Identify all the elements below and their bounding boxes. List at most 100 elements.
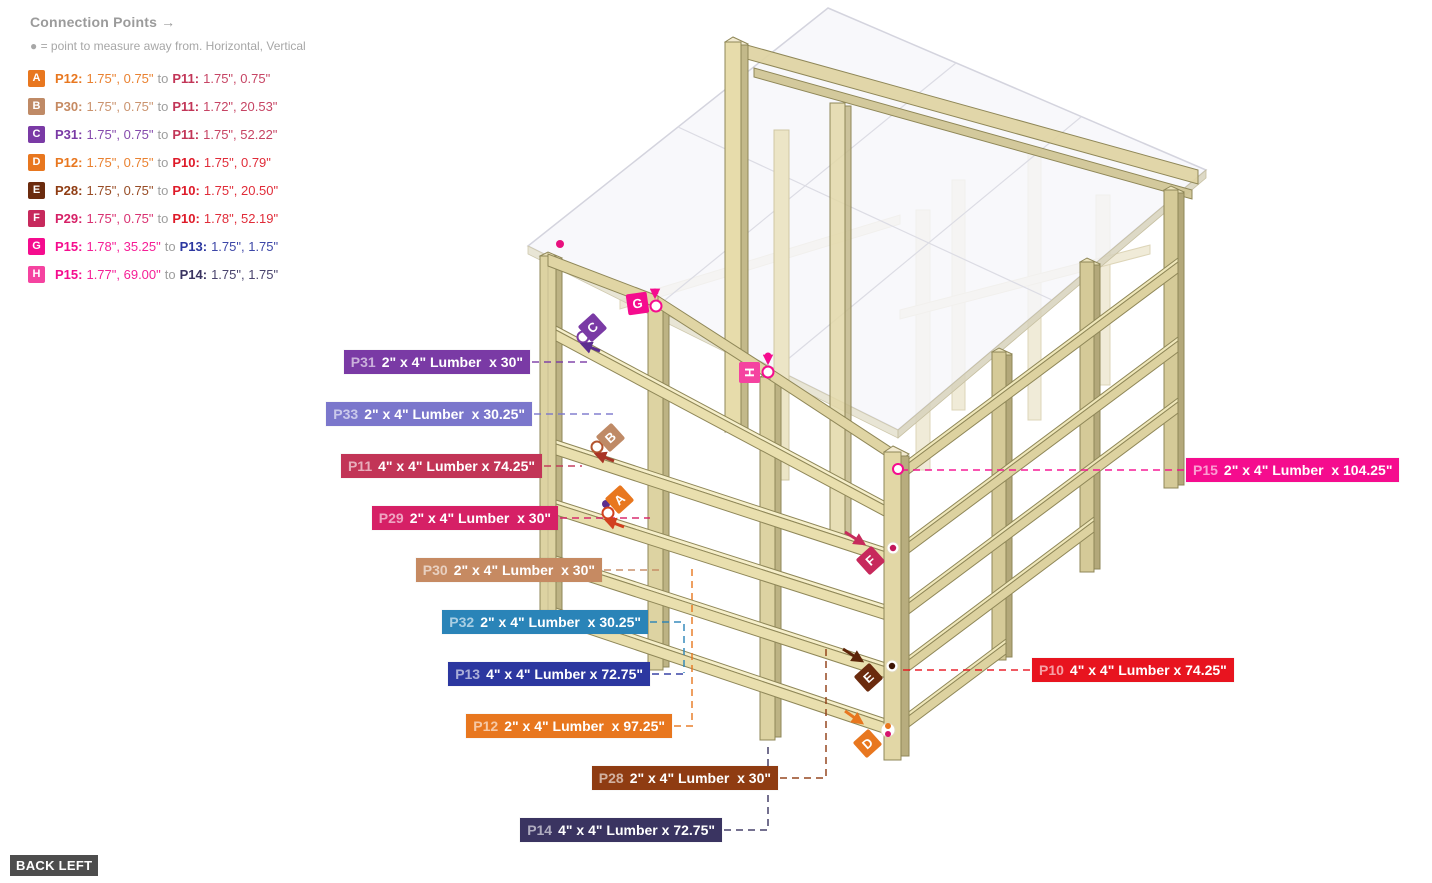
part-id: P10 — [1039, 662, 1064, 678]
connection-badge-e: E — [28, 181, 45, 199]
from-values: 1.75", 0.75" — [86, 70, 154, 86]
part-spec: 2" x 4" Lumber x 30" — [381, 354, 523, 370]
legend-row-c: C P31: 1.75", 0.75" to P11: 1.75", 52.22… — [28, 125, 281, 143]
part-label-p32[interactable]: P32 2" x 4" Lumber x 30.25" — [442, 610, 648, 634]
to-word: to — [157, 210, 169, 226]
from-part: P15: — [55, 238, 83, 254]
part-id: P15 — [1193, 462, 1218, 478]
part-spec: 2" x 4" Lumber x 30.25" — [480, 614, 641, 630]
marker-letter: E — [860, 669, 877, 686]
to-values: 1.72", 20.53" — [203, 98, 278, 114]
to-part: P14: — [179, 266, 208, 282]
part-label-p28[interactable]: P28 2" x 4" Lumber x 30" — [591, 766, 778, 790]
from-values: 1.75", 0.75" — [86, 126, 154, 142]
right-wall-frame — [901, 185, 1186, 733]
to-values: 1.75", 52.22" — [203, 126, 278, 142]
from-values: 1.75", 0.75" — [86, 210, 154, 226]
to-values: 1.75", 1.75" — [211, 238, 279, 254]
p15-origin-dot — [556, 240, 564, 248]
marker-letter: C — [583, 318, 602, 337]
connection-badge-h: H — [28, 265, 45, 283]
part-id: P30 — [422, 562, 448, 578]
part-label-p33[interactable]: P33 2" x 4" Lumber x 30.25" — [326, 402, 532, 426]
view-label: BACK LEFT — [10, 855, 99, 876]
part-id: P32 — [449, 614, 475, 630]
connection-badge-a: A — [28, 69, 45, 87]
from-part: P12: — [55, 154, 83, 170]
part-spec: 2" x 4" Lumber x 97.25" — [504, 718, 665, 734]
legend-row-e: E P28: 1.75", 0.75" to P10: 1.75", 20.50… — [28, 181, 282, 199]
part-id: P11 — [347, 458, 373, 474]
to-word: to — [164, 238, 176, 254]
part-label-p30[interactable]: P30 2" x 4" Lumber x 30" — [415, 558, 602, 582]
from-part: P28: — [55, 182, 83, 198]
connection-badge-f: F — [28, 209, 45, 227]
part-id: P33 — [333, 406, 359, 422]
from-part: P15: — [55, 266, 83, 282]
from-values: 1.75", 0.75" — [86, 154, 154, 170]
to-values: 1.75", 0.79" — [203, 154, 271, 170]
legend-row-h: H P15: 1.77", 69.00" to P14: 1.75", 1.75… — [28, 265, 282, 283]
connection-points-legend: Connection Points → ● = point to measure… — [28, 14, 306, 283]
part-spec: 2" x 4" Lumber x 30.25" — [364, 406, 525, 422]
to-word: to — [157, 98, 169, 114]
part-label-p11[interactable]: P11 4" x 4" Lumber x 74.25" — [340, 454, 542, 478]
connection-badge-g: G — [28, 237, 45, 255]
to-part: P10: — [172, 182, 200, 198]
part-label-p14[interactable]: P14 4" x 4" Lumber x 72.75" — [520, 818, 722, 842]
from-values: 1.75", 0.75" — [86, 182, 154, 198]
to-values: 1.78", 52.19" — [203, 210, 279, 226]
part-spec: 2" x 4" Lumber x 30" — [453, 562, 595, 578]
from-part: P29: — [55, 210, 83, 226]
part-id: P12 — [473, 718, 499, 734]
connection-badge-c: C — [28, 125, 45, 143]
to-word: to — [157, 154, 169, 170]
from-values: 1.75", 0.75" — [86, 98, 154, 114]
to-part: P11: — [172, 98, 200, 114]
from-values: 1.77", 69.00" — [86, 266, 161, 282]
part-spec: 4" x 4" Lumber x 72.75" — [558, 822, 715, 838]
legend-row-f: F P29: 1.75", 0.75" to P10: 1.78", 52.19… — [28, 209, 282, 227]
part-label-p29[interactable]: P29 2" x 4" Lumber x 30" — [371, 506, 558, 530]
part-spec: 4" x 4" Lumber x 74.25" — [378, 458, 535, 474]
from-part: P12: — [55, 70, 83, 86]
to-part: P11: — [172, 126, 200, 142]
marker-letter: H — [742, 367, 757, 378]
legend-row-d: D P12: 1.75", 0.75" to P10: 1.75", 0.79" — [28, 153, 275, 171]
marker-badge-g[interactable]: G — [625, 291, 650, 316]
connection-badge-d: D — [28, 153, 45, 171]
legend-row-b: B P30: 1.75", 0.75" to P11: 1.72", 20.53… — [28, 97, 281, 115]
marker-letter: G — [631, 295, 644, 312]
to-word: to — [157, 126, 169, 142]
corner-post — [882, 445, 910, 761]
marker-letter: A — [610, 490, 629, 509]
part-id: P13 — [455, 666, 481, 682]
to-part: P11: — [172, 70, 200, 86]
to-values: 1.75", 1.75" — [211, 266, 279, 282]
arrow-right-icon: → — [161, 14, 176, 30]
legend-title: Connection Points → — [30, 14, 176, 30]
part-id: P28 — [598, 770, 624, 786]
part-spec: 2" x 4" Lumber x 30" — [409, 510, 551, 526]
to-values: 1.75", 0.75" — [203, 70, 271, 86]
marker-badge-h[interactable]: H — [739, 362, 760, 383]
marker-letter: D — [858, 734, 877, 753]
legend-row-a: A P12: 1.75", 0.75" to P11: 1.75", 0.75" — [28, 69, 274, 87]
marker-letter: F — [862, 552, 879, 569]
part-id: P29 — [378, 510, 404, 526]
to-part: P10: — [172, 210, 200, 226]
to-word: to — [157, 70, 169, 86]
to-word: to — [157, 182, 169, 198]
part-spec: 2" x 4" Lumber x 30" — [629, 770, 771, 786]
part-label-p12[interactable]: P12 2" x 4" Lumber x 97.25" — [466, 714, 672, 738]
part-id: P14 — [527, 822, 553, 838]
to-part: P13: — [179, 238, 208, 254]
left-wall-frame — [538, 251, 899, 741]
connection-badge-b: B — [28, 97, 45, 115]
